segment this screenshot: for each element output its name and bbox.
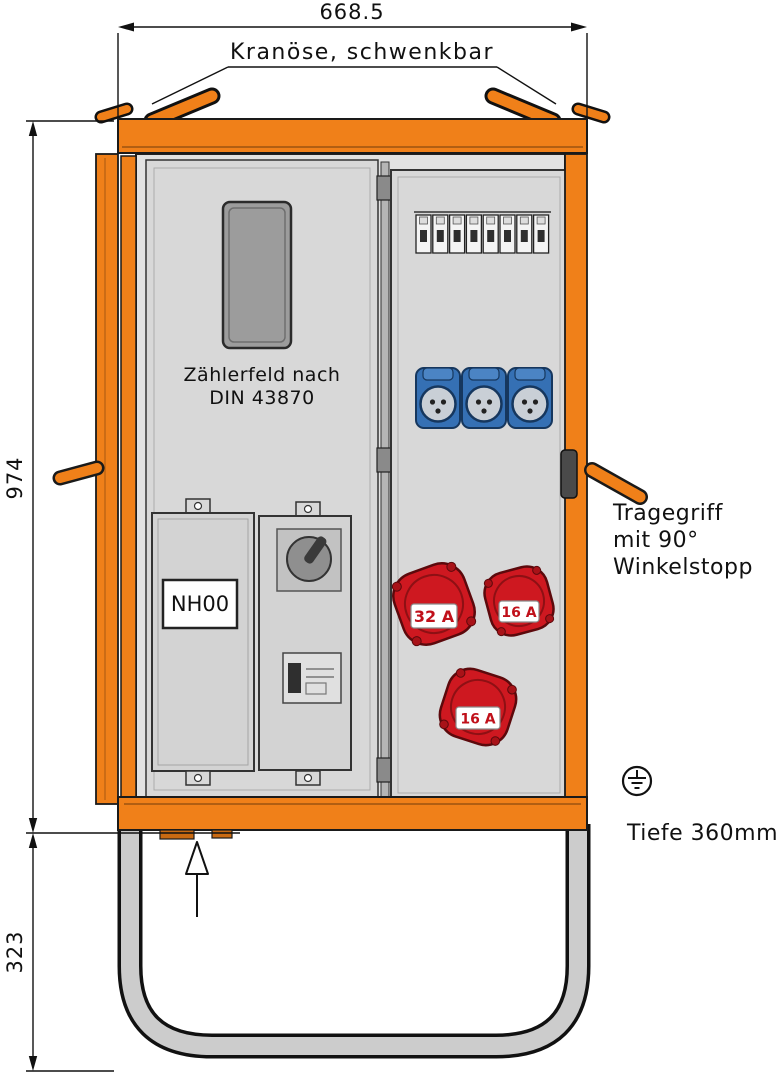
crane-eye-left (94, 87, 221, 130)
carry-handle-left (52, 460, 105, 486)
meter-note-line1: Zählerfeld nach (184, 364, 341, 386)
circuit-breaker (532, 214, 550, 254)
door-latch (560, 449, 578, 499)
left-door-edge (95, 153, 137, 805)
stand-frame (117, 824, 591, 1059)
breaker-row (414, 211, 551, 254)
stand-height-dimension-label: 323 (3, 930, 27, 973)
socket-16a-right-label: 16 A (501, 605, 536, 621)
circuit-breaker (465, 214, 483, 254)
switch-module (258, 501, 352, 786)
handle-note-line1: Tragegriff (612, 501, 724, 526)
height-dimension-label: 974 (3, 456, 27, 499)
nh00-label: NH00 (171, 592, 229, 616)
height-dimension-lower: 323 (3, 833, 114, 1072)
crane-eye-right (484, 87, 611, 130)
meter-note-line2: DIN 43870 (209, 387, 314, 409)
socket-32a-label: 32 A (414, 607, 455, 626)
door-hinge-strip (376, 161, 394, 803)
schuko-socket-blue-1 (415, 367, 461, 429)
height-dimension-upper: 974 (3, 120, 240, 834)
handle-note: Tragegriff mit 90° Winkelstopp (612, 501, 753, 580)
nh00-module: NH00 (151, 498, 255, 786)
width-dimension-label: 668.5 (319, 0, 384, 24)
handle-note-line2: mit 90° (613, 528, 699, 553)
schuko-socket-blue-3 (507, 367, 553, 429)
cee-socket-red-32a: 32 A (391, 561, 477, 647)
depth-note: Tiefe 360mm (626, 821, 776, 846)
circuit-breaker (516, 214, 533, 254)
earth-symbol-icon (621, 765, 653, 797)
rotary-switch-knob (286, 536, 332, 582)
carry-handle-right (584, 462, 648, 505)
schuko-socket-blue-2 (461, 367, 507, 429)
circuit-breaker (499, 214, 516, 254)
meter-device (282, 652, 342, 704)
meter-window (221, 200, 293, 350)
crane-callout: Kranöse, schwenkbar (151, 40, 557, 105)
cee-socket-red-16a-bottom: 16 A (438, 667, 518, 747)
circuit-breaker (432, 214, 449, 254)
socket-16a-bottom-label: 16 A (460, 712, 495, 728)
up-arrow-icon (185, 841, 209, 917)
handle-note-line3: Winkelstopp (613, 555, 753, 580)
circuit-breaker (415, 214, 432, 254)
circuit-breaker (482, 214, 499, 254)
circuit-breaker (448, 214, 466, 254)
cabinet-bottom-rail (117, 796, 588, 840)
cabinet-top-rail (117, 118, 588, 154)
crane-note: Kranöse, schwenkbar (230, 40, 494, 65)
cee-socket-red-16a-right: 16 A (483, 565, 555, 637)
width-dimension: 668.5 (117, 0, 588, 117)
